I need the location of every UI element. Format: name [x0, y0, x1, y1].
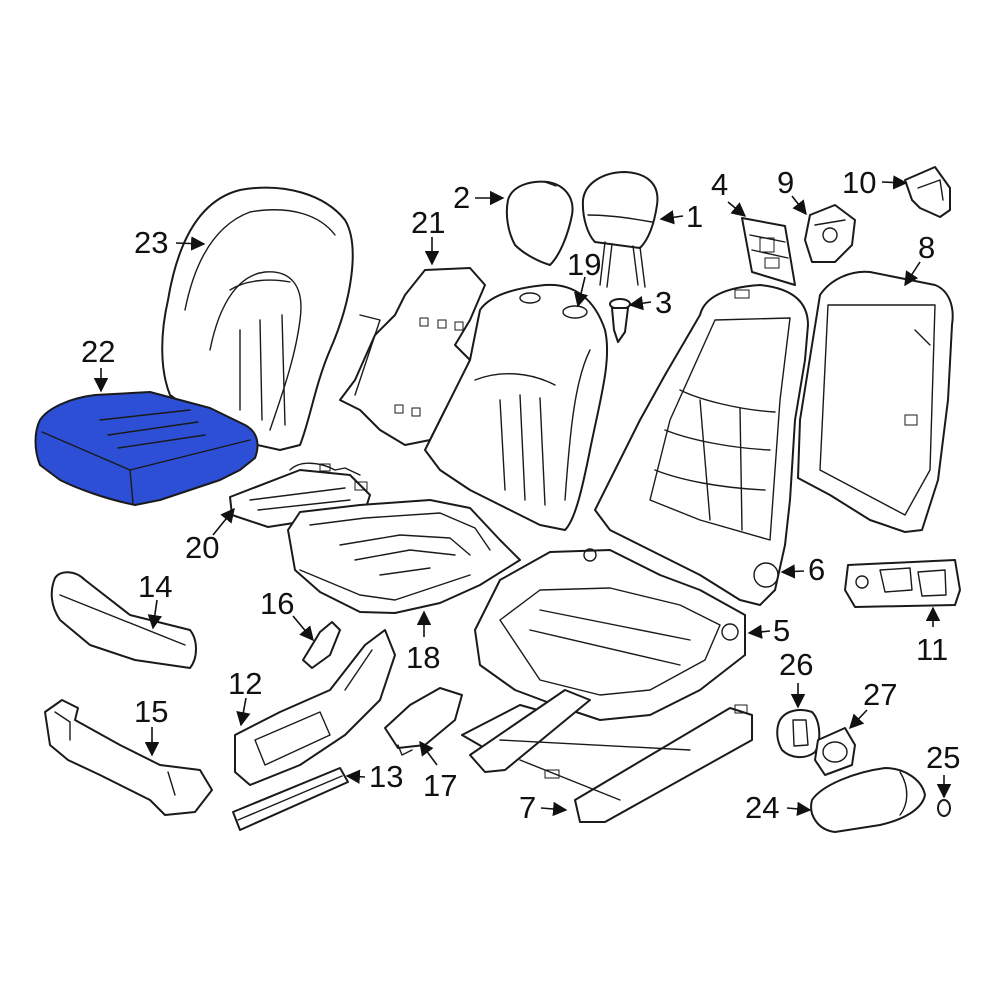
part-19-backrest-foam[interactable]: [424, 283, 609, 531]
callout-12: 12: [228, 666, 262, 701]
part-1-headrestraint[interactable]: [581, 171, 659, 288]
part-26-adjuster[interactable]: [776, 709, 821, 758]
part-27-cover-cap[interactable]: [814, 727, 856, 776]
part-10-bracket[interactable]: [904, 166, 951, 218]
part-5-seat-frame[interactable]: [474, 548, 746, 721]
callout-6: 6: [808, 552, 825, 587]
part-15-lower-trim[interactable]: [44, 699, 213, 816]
part-9-motor-bracket[interactable]: [804, 204, 856, 263]
callout-15: 15: [134, 694, 168, 729]
callout-25: 25: [926, 740, 960, 775]
callout-8: 8: [918, 230, 935, 265]
part-3-guide-sleeve[interactable]: [609, 298, 631, 343]
callout-leaders: [93, 175, 952, 817]
part-11-switch-assembly[interactable]: [844, 559, 961, 608]
callout-2: 2: [453, 180, 470, 215]
callout-14: 14: [138, 569, 172, 604]
callout-24: 24: [745, 790, 779, 825]
callout-23: 23: [134, 225, 168, 260]
callout-21: 21: [411, 205, 445, 240]
callout-19: 19: [567, 247, 601, 282]
callout-labels: 1 2 3 4 5 6 7 8 9 10 11 12 13 14 15 16 1…: [81, 165, 960, 825]
part-8-back-panel[interactable]: [797, 270, 954, 533]
part-25-ring[interactable]: [937, 799, 951, 817]
callout-11: 11: [916, 632, 948, 667]
part-4-lumbar-support[interactable]: [741, 217, 796, 286]
part-12-side-shield[interactable]: [234, 629, 396, 786]
part-7-seat-tracks[interactable]: [461, 689, 753, 823]
part-16-small-cover[interactable]: [302, 621, 341, 669]
part-6-backrest-frame[interactable]: [594, 284, 809, 606]
part-2-headrest-cover[interactable]: [505, 180, 574, 266]
callout-4: 4: [711, 167, 728, 202]
part-17-bracket-cover[interactable]: [384, 687, 463, 756]
callout-27: 27: [863, 677, 897, 712]
part-24-armrest[interactable]: [810, 767, 926, 833]
callout-26: 26: [779, 647, 813, 682]
callout-13: 13: [369, 759, 403, 794]
part-22-seat-cushion-cover[interactable]: [34, 391, 259, 506]
highlight-fill: [34, 391, 259, 506]
callout-1: 1: [686, 199, 703, 234]
callout-18: 18: [406, 640, 440, 675]
part-14-trim-panel[interactable]: [50, 571, 197, 669]
part-18-seat-cushion-foam[interactable]: [287, 499, 521, 614]
part-23-backrest-cover[interactable]: [161, 186, 354, 451]
callout-5: 5: [773, 613, 790, 648]
callout-9: 9: [777, 165, 794, 200]
callout-22: 22: [81, 334, 115, 369]
callout-17: 17: [423, 768, 457, 803]
callout-10: 10: [842, 165, 876, 200]
callout-7: 7: [519, 790, 536, 825]
callout-20: 20: [185, 530, 219, 565]
callout-3: 3: [655, 285, 672, 320]
callout-16: 16: [260, 586, 294, 621]
